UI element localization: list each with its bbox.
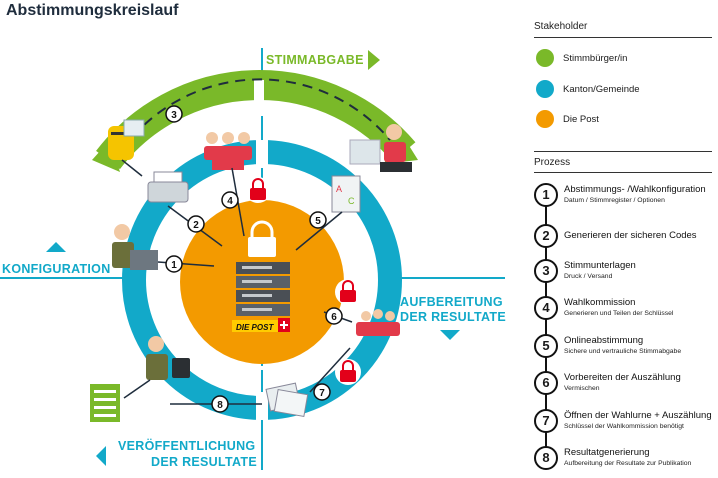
step-number-8: 8 xyxy=(534,446,558,470)
badge-1: 1 xyxy=(171,260,177,271)
stakeholder-rule xyxy=(534,37,712,38)
stakeholder-label-post: Die Post xyxy=(563,114,599,125)
lock-badge-lower xyxy=(335,359,361,385)
counting-team-icon xyxy=(356,309,400,336)
step-number-6: 6 xyxy=(534,371,558,395)
badge-3: 3 xyxy=(171,110,177,121)
step-number-2: 2 xyxy=(534,224,558,248)
admin-laptop-icon xyxy=(112,224,158,270)
step-badges xyxy=(165,105,343,413)
step-sub-8: Aufbereitung der Resultate zur Publikati… xyxy=(564,460,692,467)
stakeholder-label-voter: Stimmbürger/in xyxy=(563,53,628,64)
voter-laptop-icon xyxy=(349,124,412,172)
process-top-rule xyxy=(534,151,712,152)
badge-6: 6 xyxy=(331,312,337,323)
step-sub-6: Vermischen xyxy=(564,385,600,392)
stakeholder-dot-voter xyxy=(536,49,554,67)
badge-7: 7 xyxy=(319,388,325,399)
ballot-icon: A C xyxy=(331,175,361,213)
step-number-5: 5 xyxy=(534,334,558,358)
step-sub-4: Generieren und Teilen der Schlüssel xyxy=(564,310,674,317)
step-number-1: 1 xyxy=(534,183,558,207)
process-rule xyxy=(534,172,712,173)
svg-text:A: A xyxy=(336,184,342,194)
voter-arc-gap xyxy=(254,80,264,116)
konfiguration-arrow-icon xyxy=(46,242,66,252)
badge-4: 4 xyxy=(227,196,233,207)
phase-aufbereitung-line2: DER RESULTATE xyxy=(400,310,506,324)
server-icon xyxy=(236,262,290,316)
step-title-6: Vorbereiten der Auszählung xyxy=(564,372,681,383)
lock-badge-right xyxy=(335,279,361,305)
shuffled-ballots-icon xyxy=(265,382,309,418)
stakeholder-heading: Stakeholder xyxy=(534,21,588,32)
process-heading: Prozess xyxy=(534,157,571,168)
phase-stimmabgabe: STIMMABGABE xyxy=(266,53,364,67)
stakeholder-dot-canton xyxy=(536,80,554,98)
step-title-5: Onlineabstimmung xyxy=(564,335,644,346)
stakeholder-dot-post xyxy=(536,110,554,128)
svg-text:C: C xyxy=(348,196,355,206)
step-sub-1: Datum / Stimmregister / Optionen xyxy=(564,197,665,204)
step-title-8: Resultatgenerierung xyxy=(564,447,650,458)
step-title-3: Stimmunterlagen xyxy=(564,260,636,271)
voter-arc-dashes xyxy=(121,78,391,151)
phase-aufbereitung-line1: AUFBEREITUNG xyxy=(400,295,503,309)
badge-2: 2 xyxy=(193,220,199,231)
aufbereitung-arrow-icon xyxy=(440,330,460,340)
process-cycle-diagram: DIE POST A C xyxy=(0,48,505,470)
step-number-7: 7 xyxy=(534,409,558,433)
process-timeline xyxy=(545,196,547,458)
ring-gap-top xyxy=(256,140,268,168)
badge-5: 5 xyxy=(315,216,321,227)
phase-veroeffentlichung-line1: VERÖFFENTLICHUNG xyxy=(118,439,256,453)
step-sub-7: Schlüssel der Wahlkommission benötigt xyxy=(564,423,684,430)
lock-badge-top xyxy=(245,177,271,203)
voter-arc-arrowhead-left xyxy=(92,140,120,172)
step-title-4: Wahlkommission xyxy=(564,297,636,308)
step-number-3: 3 xyxy=(534,259,558,283)
step-sub-3: Druck / Versand xyxy=(564,273,613,280)
printer-icon xyxy=(147,171,189,203)
result-sheet-icon xyxy=(90,384,120,422)
step-sub-5: Sichere und vertrauliche Stimmabgabe xyxy=(564,348,682,355)
stakeholder-label-canton: Kanton/Gemeinde xyxy=(563,84,640,95)
die-post-logo-text: DIE POST xyxy=(236,323,274,332)
mailbox-icon xyxy=(108,119,145,160)
veroeffentlichung-arrow-icon xyxy=(96,446,106,466)
step-title-7: Öffnen der Wahlurne + Auszählung xyxy=(564,410,712,421)
ring-gap-bottom xyxy=(256,392,268,420)
step-title-1: Abstimmungs- /Wahlkonfiguration xyxy=(564,184,706,195)
phase-konfiguration: KONFIGURATION xyxy=(2,262,111,276)
election-committee-icon xyxy=(204,132,252,170)
page-title: Abstimmungskreislauf xyxy=(6,2,179,19)
publisher-tablet-icon xyxy=(146,336,190,380)
stimmabgabe-arrow-icon xyxy=(368,50,380,70)
step-number-4: 4 xyxy=(534,296,558,320)
step-title-2: Generieren der sicheren Codes xyxy=(564,230,697,241)
phase-veroeffentlichung-line2: DER RESULTATE xyxy=(151,455,257,469)
center-lock-icon xyxy=(248,220,276,257)
badge-8: 8 xyxy=(217,400,223,411)
die-post-logo: DIE POST xyxy=(232,318,290,332)
